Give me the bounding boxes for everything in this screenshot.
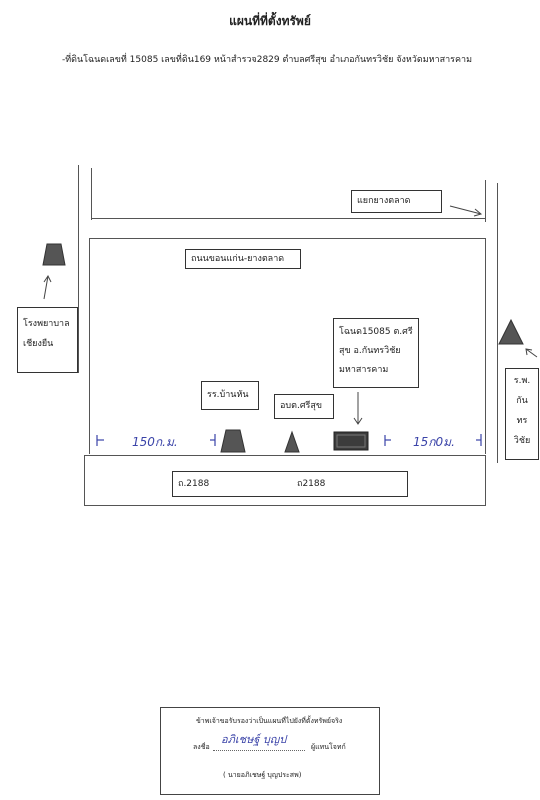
junction-road-line (91, 218, 485, 219)
property-marker (333, 431, 369, 451)
hospital-right-label: ร.พ. กัน ทร วิชัย (505, 368, 539, 460)
block-bottom-line (84, 455, 486, 456)
certification-box: ข้าพเจ้าขอรับรองว่าเป็นแผนที่ไปยังที่ตั้… (160, 707, 380, 795)
road-2188-label-a: ถ.2188 (178, 479, 210, 489)
lower-road-line (84, 505, 486, 506)
deed-label-line2: สุข อ.กันทรวิชัย (339, 346, 401, 356)
property-description: -ที่ดินโฉนดเลขที่ 15085 เลขที่ดิน169 หน้… (62, 55, 473, 65)
signature-line (213, 750, 305, 751)
page-title: แผนที่ที่ตั้งทรัพย์ (229, 14, 311, 28)
junction-label: แยกยางตลาด (351, 190, 442, 213)
left-road-line-outer (78, 165, 79, 373)
sao-marker (284, 430, 300, 453)
signer-name: ( นายอภิเชษฐ์ บุญประสพ) (223, 771, 302, 779)
distance-ticks (96, 434, 482, 446)
hospital-right-marker (498, 318, 524, 345)
hospital-left-marker (42, 243, 66, 266)
block-left-line (89, 238, 90, 454)
deed-label: โฉนด15085 ต.ศรี สุข อ.กันทรวิชัย มหาสารค… (333, 318, 419, 388)
arrow-hospital-left (43, 275, 49, 300)
distance-right-handwritten: 15ก0ม. (413, 435, 455, 449)
signature: อภิเชษฐ์ บุญป (221, 733, 287, 746)
sao-label: อบต.ศรีสุข (274, 394, 334, 419)
hospital-right-label-line4: วิชัย (513, 436, 531, 446)
lower-road-right-line (485, 455, 486, 506)
signature-prefix: ลงชื่อ (193, 743, 210, 751)
block-top-line (89, 238, 486, 239)
distance-left-handwritten: 150ก.ม. (132, 435, 178, 449)
hospital-right-label-line1: ร.พ. (513, 376, 531, 386)
road-2188-label: ถ.2188 ถ2188 (172, 471, 408, 497)
certification-statement: ข้าพเจ้าขอรับรองว่าเป็นแผนที่ไปยังที่ตั้… (196, 717, 343, 725)
deed-label-line3: มหาสารคาม (339, 365, 389, 375)
arrow-hospital-right (525, 348, 538, 358)
hospital-left-label-line2: เชียงยืน (23, 339, 54, 349)
right-road-line-inner (485, 180, 486, 222)
hospital-right-label-line2: กัน (516, 396, 528, 406)
school-marker (220, 429, 246, 453)
school-label: รร.บ้านหัน (201, 381, 259, 410)
block-right-line (485, 238, 486, 454)
hospital-left-label-line1: โรงพยาบาล (23, 319, 70, 329)
deed-label-line1: โฉนด15085 ต.ศรี (339, 327, 413, 337)
property-marker-inner (336, 434, 366, 448)
hospital-right-label-line3: ทร (516, 416, 528, 426)
road-2188-label-b: ถ2188 (297, 479, 326, 489)
left-road-line-inner (91, 168, 92, 220)
main-road-label: ถนนขอนแก่น-ยางตลาด (185, 249, 301, 269)
lower-road-left-line (84, 455, 85, 506)
signature-suffix: ผู้แทนโจทก์ (311, 743, 346, 751)
right-road-line-outer (497, 183, 498, 463)
hospital-left-label: โรงพยาบาล เชียงยืน (17, 307, 78, 373)
arrow-junction (449, 205, 482, 215)
